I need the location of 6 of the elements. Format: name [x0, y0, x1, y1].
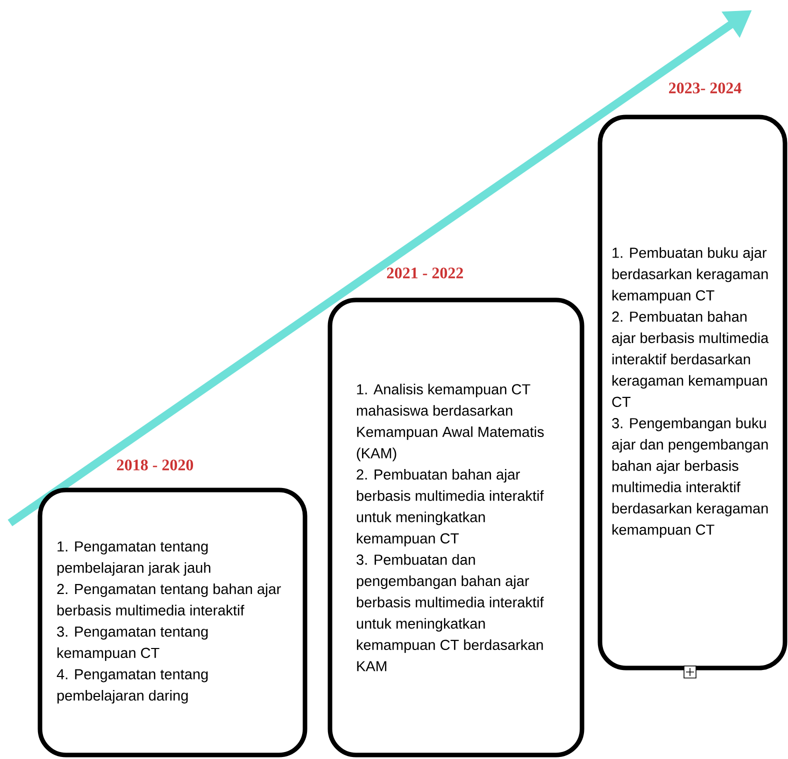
timeline-box: 1. Analisis kemampuan CT mahasiswa berdasarkan Kemampuan Awal Matematis (KAM) 2. Pembuatan bahan ajar berbasis multimedia interaktif untuk meningkatkan kemampuan CT 3. Pembuatan dan pengembangan bahan ajar berbasis multimedia interaktif untuk meningkatkan kemampuan CT berdasarkan KAM: [328, 298, 584, 758]
year-label: 2021 - 2022: [387, 268, 463, 278]
timeline-box: 1. Pembuatan buku ajar berdasarkan keragaman kemampuan CT 2. Pembuatan bahan ajar berbasis multimedia interaktif berdasarkan keragaman kemampuan CT 3. Pengembangan buku ajar dan pengembangan bahan ajar berbasis multimedia interaktif berdasarkan keragaman kemampuan CT: [598, 114, 788, 670]
timeline-box: 1. Pengamatan tentang pembelajaran jarak jauh 2. Pengamatan tentang bahan ajar berbasis multimedia interaktif 3. Pengamatan tentang kemampuan CT 4. Pengamatan tentang pembelajaran daring: [38, 488, 308, 758]
year-label: 2023- 2024: [669, 82, 742, 94]
year-label: 2018 - 2020: [117, 460, 194, 470]
